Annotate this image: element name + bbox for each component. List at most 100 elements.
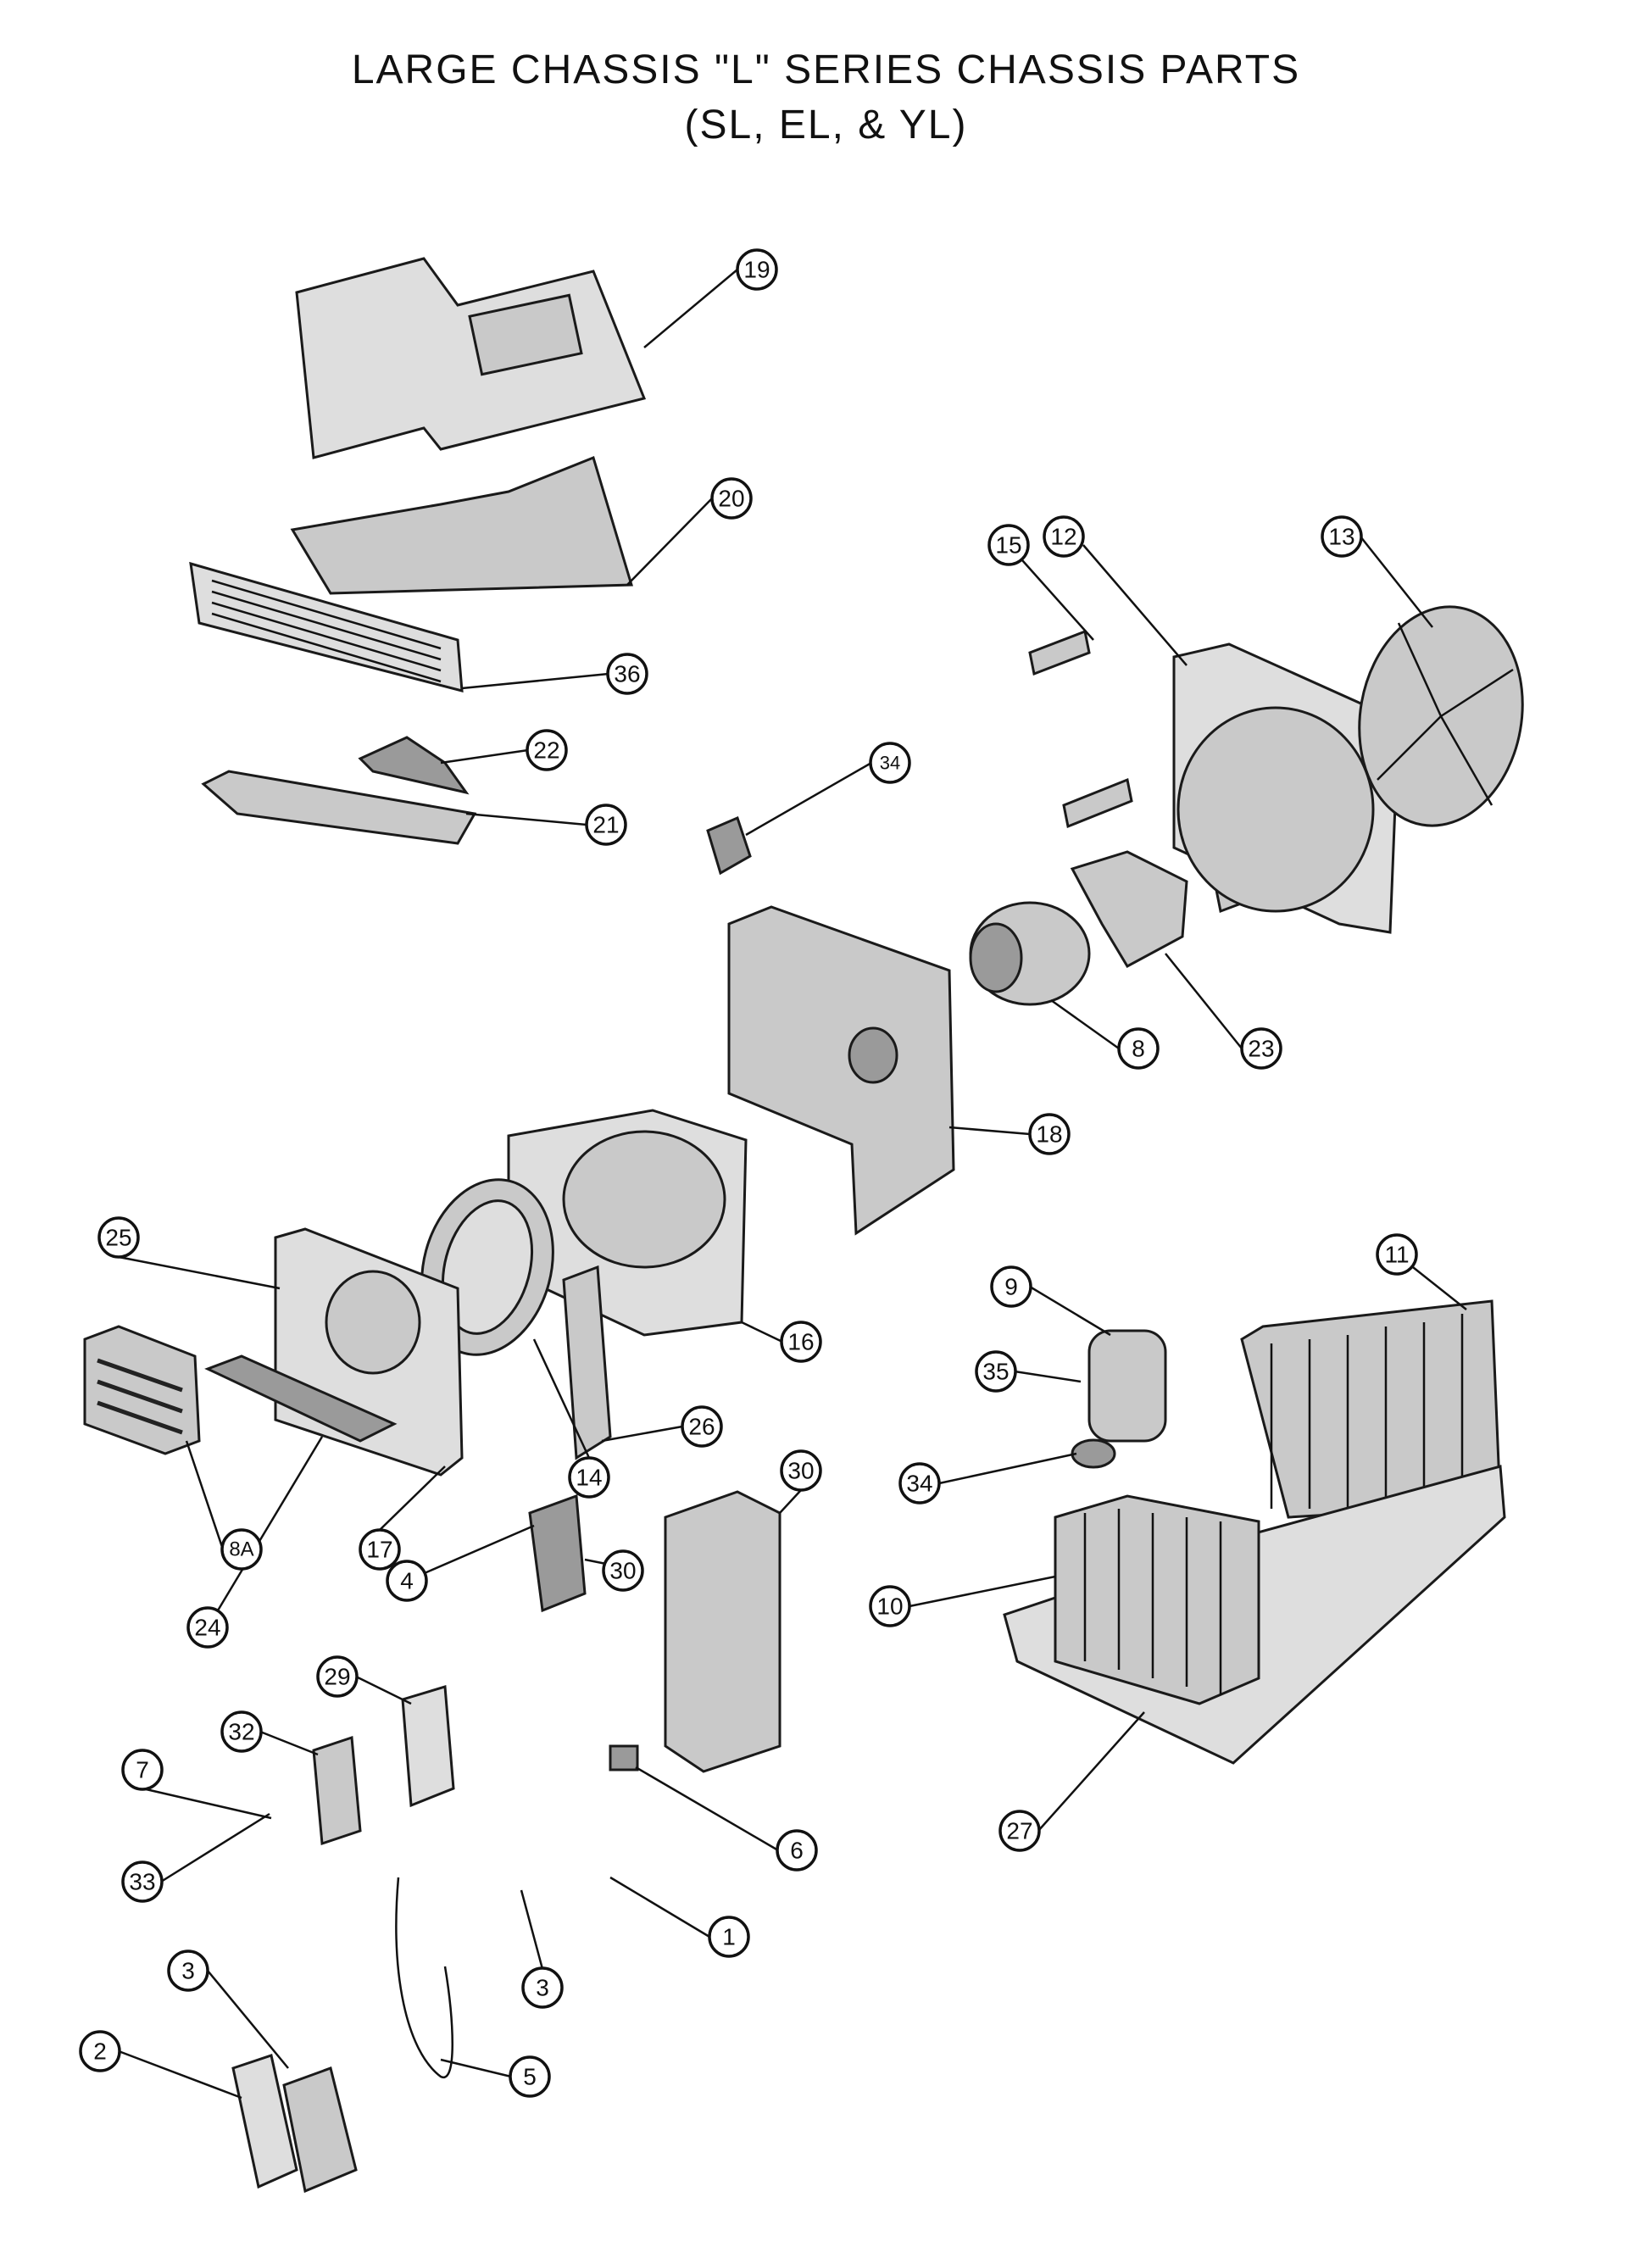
callout-19: 19 [736, 248, 778, 291]
svg-text:7: 7 [136, 1757, 149, 1783]
part-heater [83, 1325, 201, 1455]
svg-text:6: 6 [790, 1838, 804, 1864]
part-front-grille-louvers [211, 579, 442, 683]
callout-4: 4 [386, 1560, 428, 1602]
part-compressor [1087, 1329, 1167, 1443]
part-small-6 [609, 1744, 639, 1771]
part-power-cord [395, 1877, 453, 2079]
part-control-panel [401, 1685, 455, 1808]
svg-text:14: 14 [576, 1465, 602, 1491]
part-bracket-15a [1028, 629, 1091, 676]
svg-text:2: 2 [93, 2038, 107, 2065]
callout-16: 16 [780, 1321, 822, 1363]
callout-22: 22 [526, 729, 568, 771]
leader-lines [118, 269, 1467, 2100]
callout-15: 15 [987, 524, 1030, 566]
callout-18: 18 [1028, 1113, 1071, 1155]
svg-text:3: 3 [181, 1958, 195, 1984]
part-heater-coils [97, 1358, 183, 1435]
part-scroll-opening [562, 1130, 726, 1269]
callout-25: 25 [97, 1216, 140, 1259]
callout-34-bottom: 34 [898, 1462, 941, 1504]
callout-29: 29 [316, 1655, 359, 1698]
svg-text:1: 1 [722, 1924, 736, 1950]
part-capacitor-4 [528, 1493, 587, 1613]
part-relay-34 [706, 815, 752, 876]
part-bracket-15b [1062, 777, 1133, 829]
part-condenser-fan-blades [1377, 622, 1514, 806]
part-bezel-3 [282, 2066, 358, 2194]
diagram-subtitle: (SL, EL, & YL) [684, 103, 968, 147]
callout-10: 10 [869, 1585, 911, 1627]
part-strip-26 [562, 1265, 612, 1460]
callout-17: 17 [359, 1528, 401, 1571]
svg-text:9: 9 [1004, 1274, 1018, 1300]
callout-24: 24 [186, 1606, 229, 1649]
callout-8: 8 [1117, 1027, 1160, 1070]
svg-text:29: 29 [324, 1664, 350, 1690]
callout-35: 35 [975, 1350, 1017, 1393]
part-condenser-coil [1240, 1299, 1502, 1519]
part-base-tray [201, 770, 477, 845]
callout-6: 6 [776, 1829, 818, 1872]
callout-8A: 8A [220, 1528, 263, 1571]
callout-3-bottom: 3 [167, 1949, 209, 1992]
svg-text:18: 18 [1036, 1121, 1062, 1148]
callout-26: 26 [681, 1405, 723, 1448]
part-top-cover-opening [468, 293, 583, 376]
svg-text:23: 23 [1248, 1036, 1274, 1062]
part-evaporator-coil [1054, 1494, 1260, 1705]
svg-text:8: 8 [1132, 1036, 1145, 1062]
svg-text:13: 13 [1328, 524, 1354, 550]
svg-text:17: 17 [366, 1537, 392, 1563]
callout-21: 21 [585, 804, 627, 846]
svg-text:22: 22 [533, 737, 559, 764]
callout-36: 36 [606, 653, 648, 695]
svg-text:16: 16 [787, 1329, 814, 1355]
svg-text:12: 12 [1050, 524, 1076, 550]
svg-text:20: 20 [718, 486, 744, 512]
svg-text:4: 4 [400, 1568, 414, 1594]
svg-text:34: 34 [880, 753, 900, 774]
svg-text:25: 25 [105, 1225, 131, 1251]
part-blower-wheel-inner [441, 1199, 534, 1335]
part-decal-2 [231, 2054, 298, 2189]
svg-text:34: 34 [906, 1471, 932, 1497]
callout-12: 12 [1043, 515, 1085, 558]
diagram-title: LARGE CHASSIS "L" SERIES CHASSIS PARTS [351, 47, 1301, 92]
svg-text:24: 24 [194, 1615, 220, 1641]
svg-text:3: 3 [536, 1975, 549, 2001]
callout-13: 13 [1321, 515, 1363, 558]
callout-1: 1 [708, 1916, 750, 1958]
callout-7: 7 [121, 1749, 164, 1791]
svg-text:33: 33 [129, 1869, 155, 1895]
part-panel [290, 455, 633, 595]
part-partition-hole [848, 1026, 898, 1084]
callout-9: 9 [990, 1265, 1032, 1308]
callout-5: 5 [509, 2055, 551, 2098]
svg-text:19: 19 [743, 257, 770, 283]
part-shroud-opening [1176, 706, 1375, 913]
part-orifice [325, 1270, 421, 1375]
callout-30-left: 30 [602, 1549, 644, 1592]
svg-text:30: 30 [787, 1458, 814, 1484]
callout-33: 33 [121, 1860, 164, 1903]
svg-text:8A: 8A [229, 1538, 253, 1561]
part-top-cover [295, 257, 647, 459]
part-grommet-34 [1071, 1438, 1116, 1469]
part-strip-24 [204, 1354, 398, 1443]
callout-14: 14 [568, 1456, 610, 1499]
svg-text:21: 21 [592, 812, 619, 838]
part-evaporator-fins [1083, 1509, 1222, 1695]
part-fan-motor-shaft-end [969, 922, 1023, 993]
callout-23: 23 [1240, 1027, 1282, 1070]
svg-text:32: 32 [228, 1719, 254, 1745]
callout-11: 11 [1376, 1233, 1418, 1276]
callout-34-top: 34 [869, 742, 911, 784]
svg-text:27: 27 [1006, 1818, 1032, 1844]
svg-text:10: 10 [876, 1593, 903, 1620]
part-control-bracket [664, 1490, 782, 1773]
part-partition [727, 905, 955, 1236]
callout-3-middle: 3 [521, 1966, 564, 2009]
